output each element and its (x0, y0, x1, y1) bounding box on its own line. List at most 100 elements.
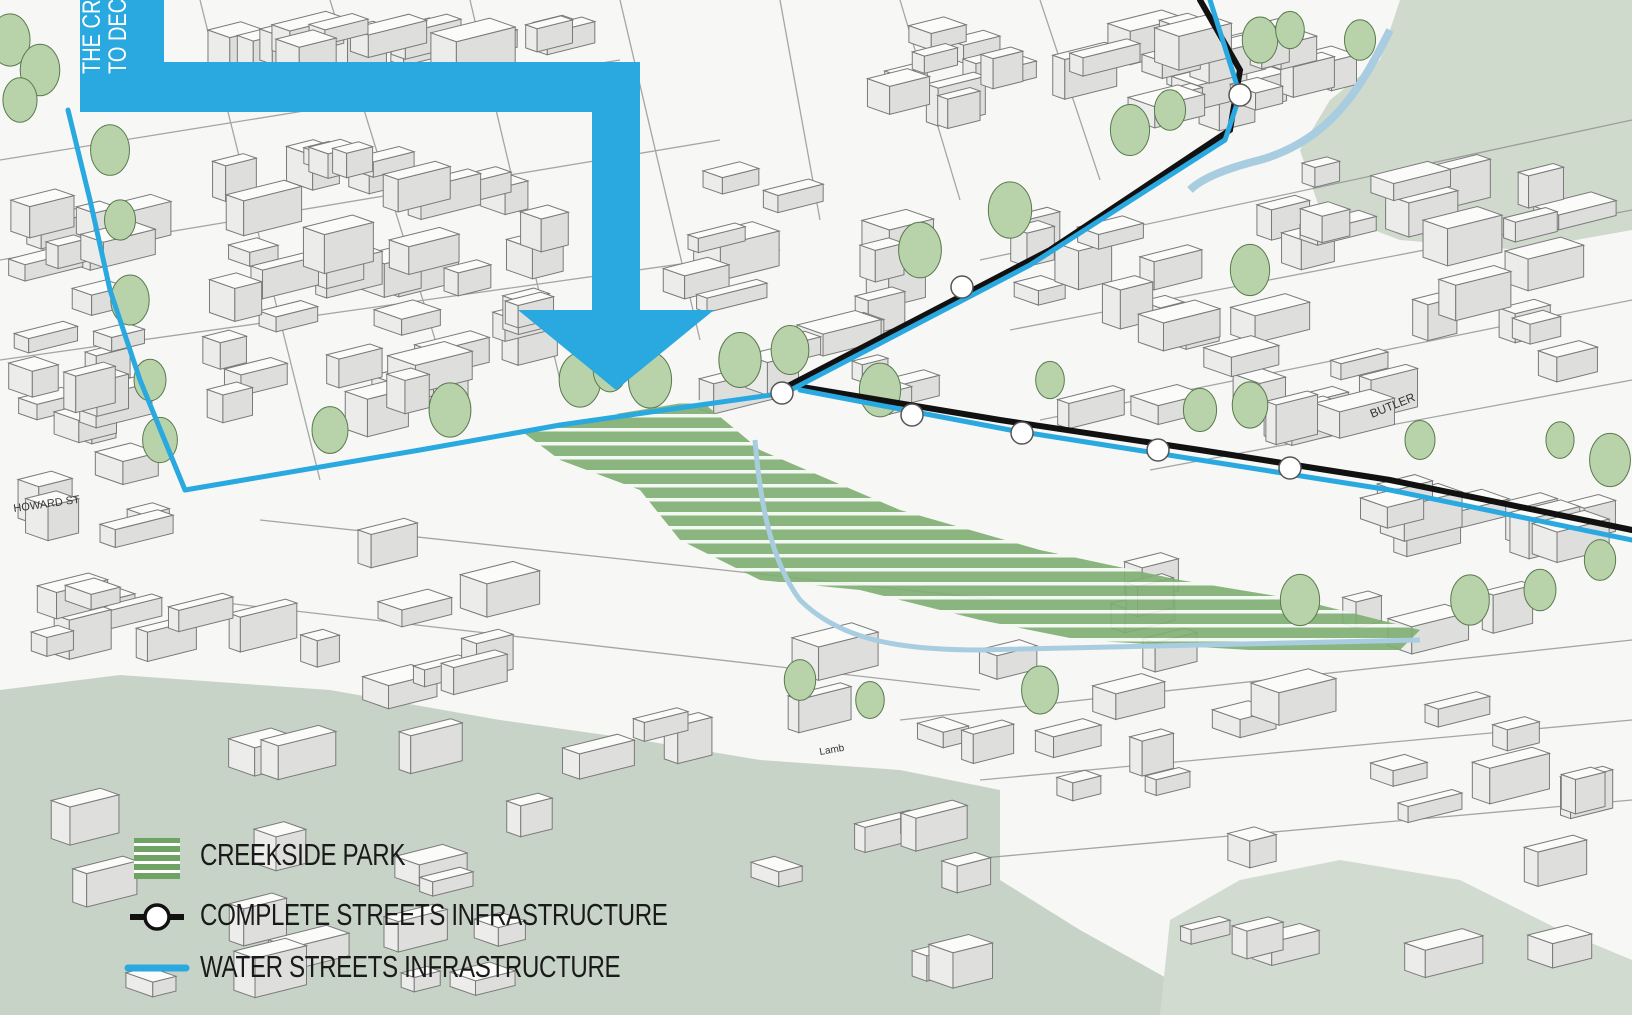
tree (987, 181, 1033, 239)
building (381, 160, 452, 213)
tree (0, 13, 31, 67)
building (29, 624, 76, 658)
building (1313, 388, 1397, 439)
building (1490, 716, 1542, 752)
building (259, 724, 338, 781)
building (1402, 928, 1485, 979)
building (417, 866, 475, 897)
building (1202, 335, 1281, 378)
tree (1021, 665, 1059, 715)
building (124, 966, 178, 998)
tree (1343, 19, 1377, 61)
building (166, 592, 235, 633)
building (348, 13, 429, 59)
creekside-park-area (520, 400, 1420, 650)
tree (1241, 16, 1279, 64)
building (91, 322, 147, 353)
building (1526, 924, 1594, 969)
building (701, 161, 761, 195)
building (1178, 915, 1232, 945)
building (387, 226, 461, 276)
building (448, 961, 517, 997)
legend-label-complete-streets: COMPLETE STREETS INFRASTRUCTURE (200, 897, 668, 932)
tree (1109, 104, 1151, 156)
legend-label-creekside-park: CREEKSIDE PARK (200, 837, 406, 872)
complete-streets-nodes (770, 83, 1302, 480)
building (232, 937, 309, 999)
building (382, 903, 450, 953)
building (439, 649, 509, 696)
building (523, 15, 575, 53)
building (227, 892, 289, 947)
building (9, 188, 76, 239)
building (98, 509, 175, 549)
building (504, 792, 554, 838)
building (1128, 728, 1176, 777)
building (927, 933, 995, 989)
building (458, 560, 542, 618)
building (790, 622, 880, 682)
tree (783, 659, 817, 701)
building (979, 46, 1025, 90)
building (205, 381, 255, 424)
line-with-node-icon (130, 903, 184, 931)
building (93, 442, 161, 486)
tree (1182, 387, 1218, 433)
building (858, 237, 906, 283)
building (207, 272, 264, 323)
building (1510, 309, 1563, 345)
building (749, 855, 804, 888)
building (560, 733, 637, 780)
water-streets-lines (65, 0, 1632, 543)
building (442, 259, 493, 297)
tree (718, 332, 762, 388)
building (1090, 673, 1167, 721)
legend-symbols (124, 838, 190, 972)
building (257, 300, 320, 333)
building (1055, 385, 1126, 430)
building (324, 343, 384, 389)
building (44, 234, 88, 270)
building (298, 628, 342, 668)
building (1228, 293, 1312, 344)
building (1423, 691, 1492, 728)
building (1522, 834, 1589, 888)
building (356, 517, 420, 569)
building (399, 965, 442, 993)
building (865, 68, 932, 116)
building (631, 707, 690, 743)
building (1470, 746, 1552, 805)
tree (104, 199, 136, 241)
building (397, 718, 464, 775)
tree (311, 406, 349, 454)
building (899, 799, 969, 852)
building (910, 43, 960, 75)
tree (1450, 574, 1490, 626)
building (1437, 265, 1513, 322)
tree (1275, 10, 1305, 50)
tree (1279, 573, 1321, 627)
building (1501, 207, 1559, 243)
tree (1583, 539, 1617, 581)
building (1230, 916, 1285, 960)
tree (1523, 568, 1557, 612)
building (761, 178, 825, 214)
callout-text: THE CR TO DEC (80, 0, 164, 82)
upper-creek (1187, 28, 1394, 193)
building (1368, 753, 1429, 787)
tree (855, 680, 885, 720)
building (201, 329, 249, 370)
building (252, 821, 308, 872)
building (1559, 766, 1607, 815)
legend-label-water-streets: WATER STREETS INFRASTRUCTURE (200, 949, 621, 984)
building (1298, 201, 1352, 244)
tree (2, 77, 38, 123)
building (1226, 826, 1278, 869)
tree (1404, 419, 1436, 461)
tree (1231, 381, 1269, 429)
tree (1589, 432, 1631, 488)
building (1421, 206, 1504, 267)
tree (770, 324, 810, 376)
